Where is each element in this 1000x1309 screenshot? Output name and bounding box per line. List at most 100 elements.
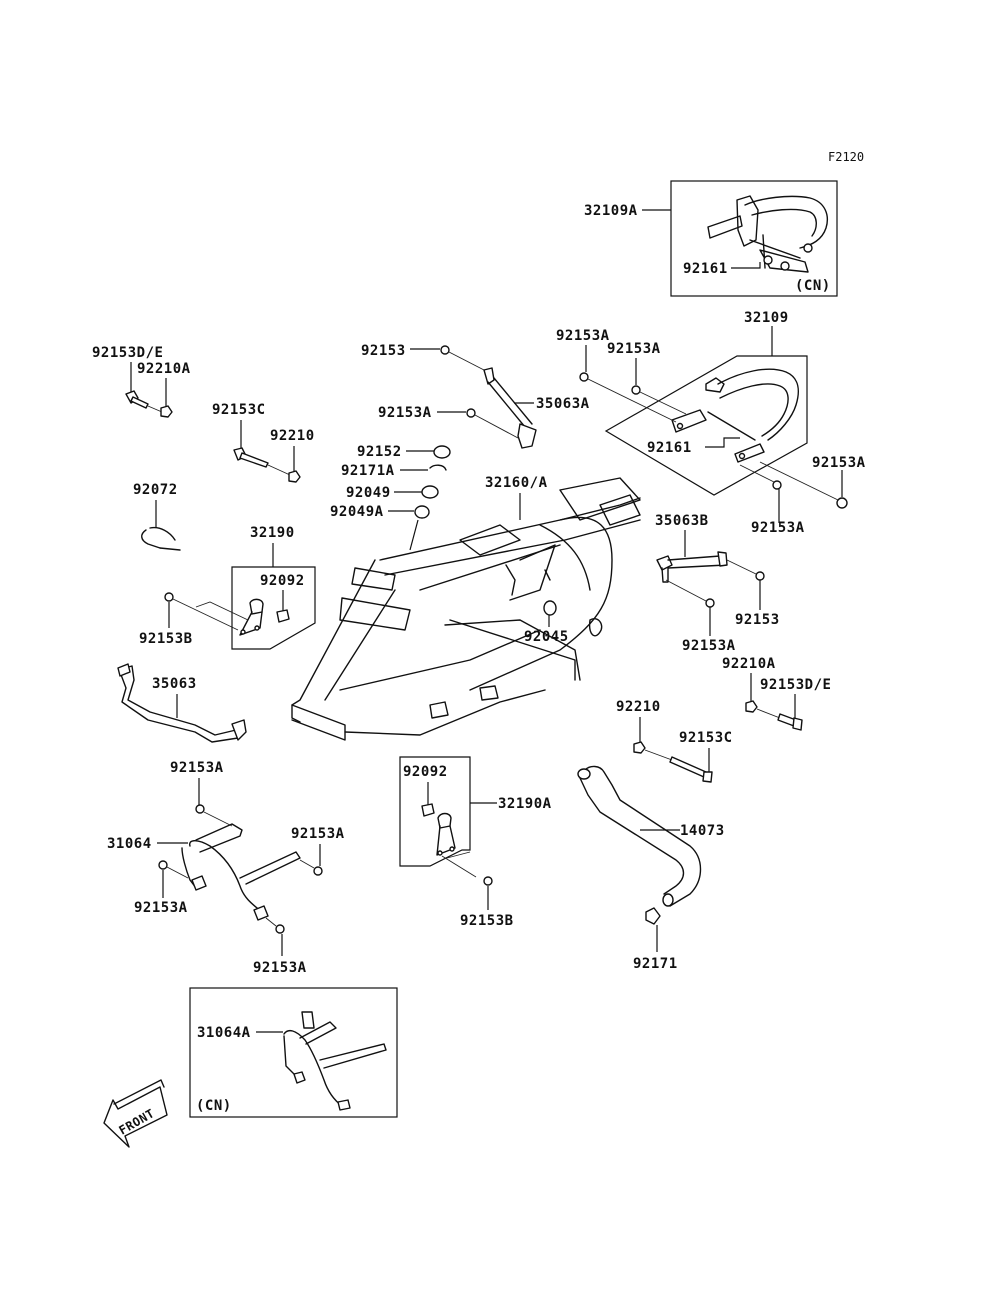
bolt-92153DE-icon xyxy=(125,390,163,413)
part-label-92161-inset: 92161 xyxy=(683,261,728,277)
clip-92171A-icon xyxy=(429,464,447,471)
inset-box xyxy=(670,180,838,297)
bolt-92153A-icon xyxy=(579,372,677,423)
bracket-35063B-icon xyxy=(656,551,728,583)
frame-32160A-illustration xyxy=(291,477,641,741)
group-32160A: 32160/A 92 xyxy=(291,475,641,741)
part-label-92153A-g: 92153A xyxy=(170,760,224,776)
grommet-92049A-icon xyxy=(414,505,430,519)
part-label-92153A-j: 92153A xyxy=(253,960,307,976)
part-label-92153A-a: 92153A xyxy=(556,328,610,344)
bolt-92153A-icon xyxy=(265,917,285,934)
part-label-92153-right: 92153 xyxy=(735,612,780,628)
part-label-92153: 92153 xyxy=(361,343,406,359)
nut-92210-icon xyxy=(633,741,673,761)
part-label-92161: 92161 xyxy=(647,440,692,456)
group-35063: 35063 xyxy=(117,663,247,743)
group-35063A: 92153 35063A 92153A 92152 92171A 92049 9… xyxy=(330,343,589,551)
bar-35063-icon xyxy=(117,663,247,743)
part-label-14073: 14073 xyxy=(680,823,725,839)
part-label-92171A: 92171A xyxy=(341,463,395,479)
part-label-92045: 92045 xyxy=(524,629,569,645)
bolt-92153A-icon xyxy=(158,860,189,879)
bolt-92153A-icon xyxy=(739,464,782,490)
part-label-92153A-d: 92153A xyxy=(751,520,805,536)
bolt-92153C-icon xyxy=(669,756,713,783)
part-label-31064A: 31064A xyxy=(197,1025,251,1041)
part-label-92210-left: 92210 xyxy=(270,428,315,444)
part-label-32190: 32190 xyxy=(250,525,295,541)
inset-box xyxy=(189,987,398,1118)
group-31064: 92153A 31064 92153A 92153A 92153A xyxy=(107,760,345,976)
group-92153C-right: 92210 92153C xyxy=(616,699,733,783)
group-32109: 32109 92161 92153A 92153A 92153A 92153A xyxy=(556,310,866,536)
part-label-92092-right: 92092 xyxy=(403,764,448,780)
part-label-32160A: 32160/A xyxy=(485,475,548,491)
clamp-92072-icon xyxy=(141,526,181,551)
part-label-92171: 92171 xyxy=(633,956,678,972)
grommet-92045-icon xyxy=(543,600,557,616)
group-35063B: 35063B 92153 92153A xyxy=(655,513,780,654)
part-label-35063: 35063 xyxy=(152,676,197,692)
part-label-92210A-left: 92210A xyxy=(137,361,191,377)
bolt-92153A-icon xyxy=(759,461,848,509)
inset-31064A: 31064A (CN) xyxy=(189,987,398,1118)
clamp-92171-icon xyxy=(645,907,661,925)
group-92153C-left: 92153C 92210 xyxy=(212,402,315,483)
bushing-92092-icon xyxy=(421,803,435,817)
part-label-92153A-b: 92153A xyxy=(607,341,661,357)
part-label-92153DE-left: 92153D/E xyxy=(92,345,163,361)
bolt-92153-icon xyxy=(726,559,765,581)
grommet-92049-icon xyxy=(421,485,439,499)
bolt-92153A-icon xyxy=(299,859,323,876)
bracket-35063A-icon xyxy=(483,367,537,449)
part-label-92153C-left: 92153C xyxy=(212,402,266,418)
group-32190: 32190 92092 92153B xyxy=(139,525,316,650)
diagram-code: F2120 xyxy=(828,150,864,164)
bolt-92153A-icon xyxy=(665,579,715,608)
bolt-92153A-icon xyxy=(631,385,687,415)
part-label-32109A: 32109A xyxy=(584,203,638,219)
group-92153DE-left: 92153D/E 92210A xyxy=(92,345,191,418)
part-label-92153DE-right: 92153D/E xyxy=(760,677,831,693)
bushing-92092-icon xyxy=(276,609,290,623)
part-label-92153A-c: 92153A xyxy=(378,405,432,421)
bolt-92153A-icon xyxy=(195,804,233,827)
part-label-32109: 32109 xyxy=(744,310,789,326)
bolt-92153B-icon xyxy=(483,876,493,886)
part-label-92153A-i: 92153A xyxy=(291,826,345,842)
part-label-35063B: 35063B xyxy=(655,513,709,529)
carrier-32109-illustration xyxy=(671,368,799,463)
group-32190A: 92092 32190A 92153B xyxy=(399,756,551,929)
part-label-92153A-e: 92153A xyxy=(812,455,866,471)
part-label-92153B-right: 92153B xyxy=(460,913,514,929)
part-label-31064: 31064 xyxy=(107,836,152,852)
hose-14073-icon xyxy=(577,765,702,907)
part-label-92049: 92049 xyxy=(346,485,391,501)
part-label-92153C-right: 92153C xyxy=(679,730,733,746)
part-label-92153A-f: 92153A xyxy=(682,638,736,654)
inset-cn-label-2: (CN) xyxy=(196,1098,232,1114)
group-14073: 14073 92171 xyxy=(577,765,725,972)
nut-92210A-icon xyxy=(745,700,781,719)
bolt-92153A-icon xyxy=(466,408,519,439)
collar-92152-icon xyxy=(433,445,451,459)
front-arrow-icon: FRONT xyxy=(103,1079,168,1148)
inset-32109A: 32109A 92161 (CN) xyxy=(584,180,838,297)
bolt-92153-icon xyxy=(440,345,485,371)
mount-32190A-icon xyxy=(436,812,477,878)
part-label-92072: 92072 xyxy=(133,482,178,498)
bolt-92153C-icon xyxy=(233,447,291,476)
part-label-92210A-right: 92210A xyxy=(722,656,776,672)
carrier-32109A-illustration xyxy=(707,195,828,273)
part-label-92153A-h: 92153A xyxy=(134,900,188,916)
part-label-92210-right: 92210 xyxy=(616,699,661,715)
group-92072: 92072 xyxy=(133,482,181,551)
bolt-92153B-icon xyxy=(164,592,249,631)
part-label-92092-left: 92092 xyxy=(260,573,305,589)
guard-31064A-illustration xyxy=(283,1011,387,1111)
nut-92210-icon xyxy=(288,470,301,483)
guard-31064-icon xyxy=(181,823,301,921)
nut-92210A-icon xyxy=(160,405,173,418)
